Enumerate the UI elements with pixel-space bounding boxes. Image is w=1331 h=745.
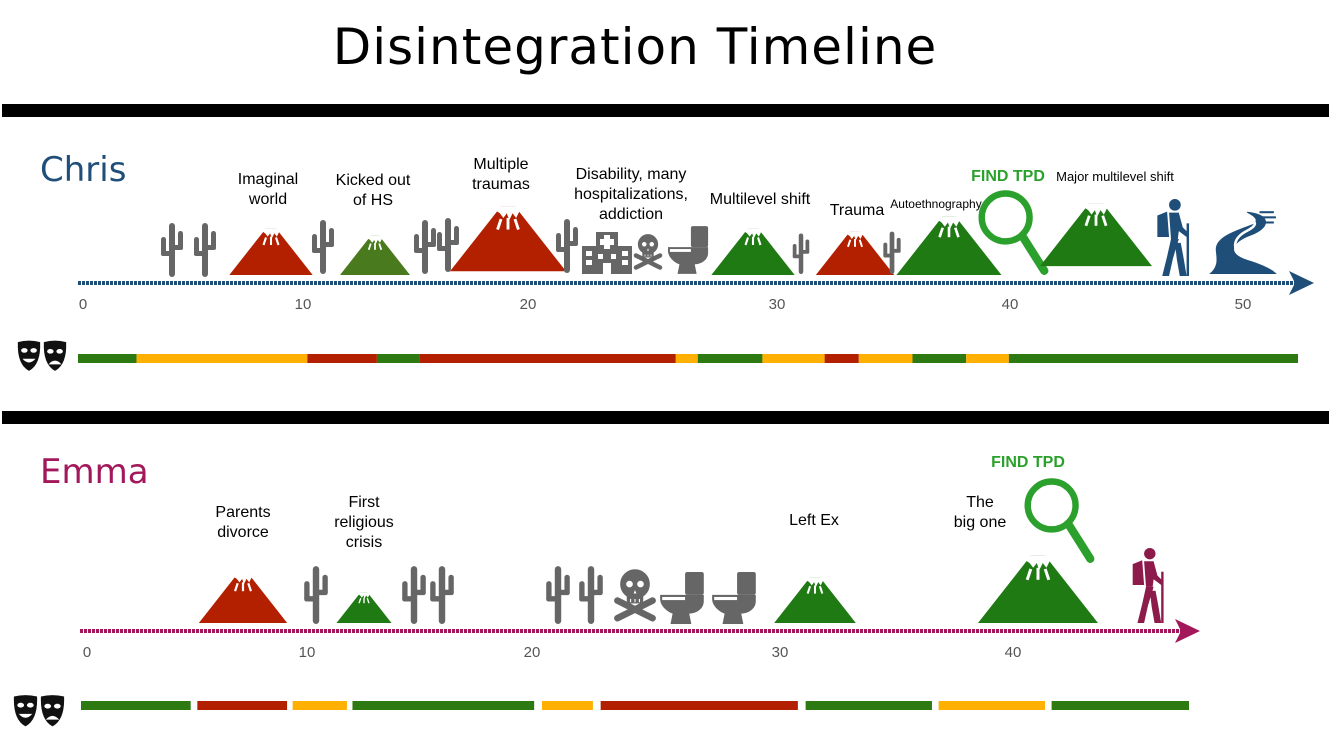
emma-tick-40: 40 [1004,644,1022,661]
cactus-icon [312,220,334,274]
mood-segment-green [352,701,535,710]
emma-tick-20: 20 [523,644,541,661]
mood-segment-yellow [675,354,698,363]
emma-axis [80,619,1200,643]
green-mountain-icon [772,575,858,623]
chris-event-autoethnography: Autoethnography [890,197,982,211]
red-mountain-icon [228,227,314,275]
page-title: Disintegration Timeline [332,18,938,76]
cactus-icon [194,223,216,277]
magnifier-icon [1028,482,1091,559]
middle-divider [2,411,1329,424]
mood-segment-green [376,354,420,363]
chris-tick-0: 0 [78,296,88,313]
red-mountain-icon [197,572,289,623]
cactus-icon [304,566,328,624]
mood-segment-green [1008,354,1298,363]
mood-segment-red [307,354,377,363]
mood-segment-green [1051,701,1189,710]
chris-event-major-multilevel-shift: Major multilevel shift [1056,169,1174,184]
cactus-icon [546,566,570,624]
chris-icons [161,194,1278,277]
green-mountain-icon [1040,201,1152,268]
mood-segment-red [824,354,859,363]
mood-segment-green [805,701,932,710]
river-icon [1208,210,1278,274]
chris-label: Chris [40,150,127,190]
skull-crossbones-icon [636,235,660,268]
mood-segment-yellow [136,354,308,363]
chris-axis [78,271,1314,295]
mood-segment-yellow [762,354,825,363]
emma-tick-0: 0 [82,644,92,661]
emma-event-big-one: The big one [953,494,1007,531]
hiker-icon [1157,198,1190,276]
mood-segment-yellow [858,354,913,363]
toilet-icon [668,226,709,274]
mood-segment-green [912,354,967,363]
mood-segment-green [81,701,191,710]
mood-segment-green [78,354,137,363]
red-mountain-icon [814,230,896,275]
emma-tick-10: 10 [298,644,316,661]
mood-segment-green [697,354,763,363]
red-mountain-icon [450,204,566,273]
mood-segment-red [419,354,676,363]
toilet-icon [712,572,756,624]
green-mountain-icon [335,591,393,623]
cactus-icon [402,566,426,624]
cactus-icon [414,220,436,274]
mood-segment-yellow [541,701,593,710]
chris-tick-30: 30 [768,296,786,313]
chris-event-multiple-traumas: Multiple traumas [472,156,530,193]
chris-event-multilevel-shift: Multilevel shift [709,191,811,208]
chris-mood-strip [78,354,1298,363]
chris-tick-20: 20 [519,296,537,313]
cactus-icon [437,218,459,272]
green-mountain-icon [976,553,1100,623]
hospital-icon [582,232,632,274]
emma-event-left-ex: Left Ex [789,512,839,529]
chris-event-kicked-out: Kicked out of HS [335,172,411,209]
skull-crossbones-icon [617,570,652,618]
chris-tick-10: 10 [294,296,312,313]
emma-event-parents-divorce: Parents divorce [215,504,271,541]
emma-icons [197,482,1164,624]
hiker-icon [1132,547,1164,623]
chris-find-tpd-label: FIND TPD [971,168,1045,185]
mood-segment-yellow [938,701,1045,710]
emma-event-first-religious-crisis: First religious crisis [334,494,394,551]
green-mountain-icon [710,227,796,275]
chris-event-disability: Disability, many hospitalizations, addic… [574,166,688,223]
cactus-icon [579,566,603,624]
theater-masks-icon [13,695,65,727]
green-mountain-icon [338,234,412,275]
emma-mood-strip [81,701,1189,710]
cactus-icon [430,566,454,624]
theater-masks-icon [17,340,67,371]
emma-tick-30: 30 [771,644,789,661]
mood-segment-yellow [966,354,1009,363]
emma-find-tpd-label: FIND TPD [991,454,1065,471]
magnifier-icon [982,194,1045,271]
chris-event-trauma: Trauma [829,202,885,219]
chris-tick-40: 40 [1001,296,1019,313]
emma-label: Emma [40,452,149,492]
mood-segment-yellow [292,701,347,710]
chris-tick-50: 50 [1234,296,1252,313]
cactus-icon [161,223,183,277]
mood-segment-red [197,701,288,710]
chris-event-imaginal-world: Imaginal world [237,171,299,208]
mood-segment-red [600,701,798,710]
top-divider [2,104,1329,117]
toilet-icon [660,572,704,624]
cactus-icon [792,233,810,274]
